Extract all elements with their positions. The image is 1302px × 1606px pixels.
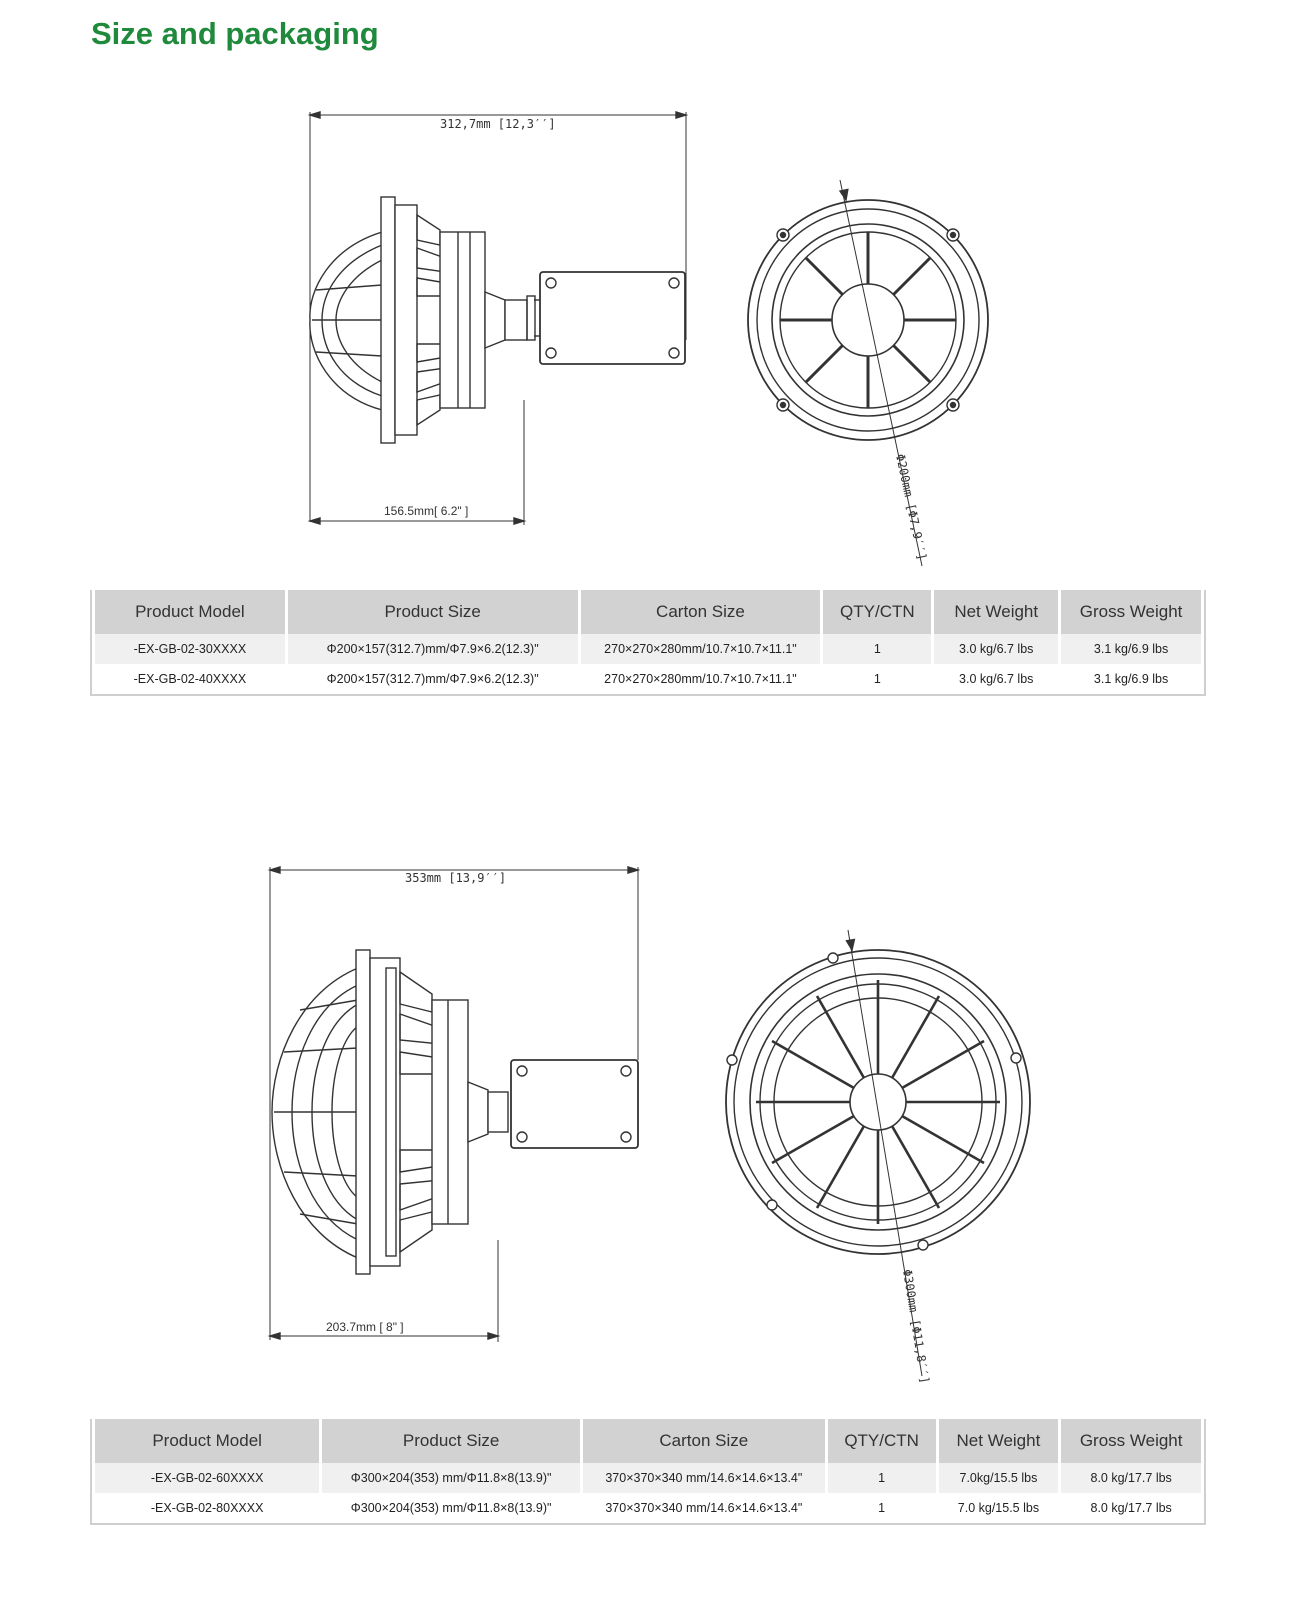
header-gross-weight: Gross Weight (1061, 1419, 1201, 1463)
cell-carton-size: 270×270×280mm/10.7×10.7×11.1" (580, 634, 821, 664)
cell-qty-ctn: 1 (823, 664, 932, 694)
table-row: -EX-GB-02-60XXXX Φ300×204(353) mm/Φ11.8×… (95, 1463, 1201, 1493)
cell-product-model: -EX-GB-02-40XXXX (95, 664, 285, 694)
header-carton-size: Carton Size (582, 1419, 825, 1463)
header-gross-weight: Gross Weight (1061, 590, 1201, 634)
table-header-row: Product Model Product Size Carton Size Q… (95, 1419, 1201, 1463)
table-row: -EX-GB-02-30XXXX Φ200×157(312.7)mm/Φ7.9×… (95, 634, 1201, 664)
cell-carton-size: 270×270×280mm/10.7×10.7×11.1" (580, 664, 821, 694)
body-length-dimension: 203.7mm [ 8" ] (326, 1320, 404, 1334)
page-title: Size and packaging (91, 16, 379, 51)
cell-net-weight: 7.0 kg/15.5 lbs (938, 1493, 1059, 1523)
cell-qty-ctn: 1 (823, 634, 932, 664)
header-qty-ctn: QTY/CTN (827, 1419, 936, 1463)
cell-gross-weight: 8.0 kg/17.7 lbs (1061, 1493, 1201, 1523)
diameter-dimension: Φ200mm [Φ7,9′′] (893, 453, 929, 562)
cell-product-model: -EX-GB-02-80XXXX (95, 1493, 320, 1523)
cell-gross-weight: 3.1 kg/6.9 lbs (1061, 634, 1201, 664)
diameter-dimension: Φ300mm [Φ11,8′′] (900, 1268, 932, 1384)
cell-product-model: -EX-GB-02-60XXXX (95, 1463, 320, 1493)
table-row: -EX-GB-02-40XXXX Φ200×157(312.7)mm/Φ7.9×… (95, 664, 1201, 694)
cell-product-size: Φ300×204(353) mm/Φ11.8×8(13.9)" (322, 1463, 580, 1493)
header-product-model: Product Model (95, 1419, 320, 1463)
cell-carton-size: 370×370×340 mm/14.6×14.6×13.4" (582, 1493, 825, 1523)
cell-qty-ctn: 1 (827, 1463, 936, 1493)
header-net-weight: Net Weight (934, 590, 1059, 634)
cell-net-weight: 3.0 kg/6.7 lbs (934, 634, 1059, 664)
header-carton-size: Carton Size (580, 590, 821, 634)
header-product-size: Product Size (287, 590, 578, 634)
table-header-row: Product Model Product Size Carton Size Q… (95, 590, 1201, 634)
overall-length-dimension: 312,7mm [12,3′′] (440, 117, 556, 131)
cell-qty-ctn: 1 (827, 1493, 936, 1523)
technical-drawing-small: 312,7mm [12,3′′] 156.5mm[ 6.2" ] Φ200mm … (307, 111, 989, 567)
cell-net-weight: 7.0kg/15.5 lbs (938, 1463, 1059, 1493)
body-length-dimension: 156.5mm[ 6.2" ] (384, 504, 468, 518)
spec-table-1: Product Model Product Size Carton Size Q… (90, 590, 1206, 696)
header-net-weight: Net Weight (938, 1419, 1059, 1463)
technical-drawing-large: 353mm [13,9′′] 203.7mm [ 8" ] Φ300mm [Φ1… (267, 866, 1031, 1385)
cell-carton-size: 370×370×340 mm/14.6×14.6×13.4" (582, 1463, 825, 1493)
cell-gross-weight: 3.1 kg/6.9 lbs (1061, 664, 1201, 694)
table-row: -EX-GB-02-80XXXX Φ300×204(353) mm/Φ11.8×… (95, 1493, 1201, 1523)
cell-product-model: -EX-GB-02-30XXXX (95, 634, 285, 664)
spec-table-2: Product Model Product Size Carton Size Q… (90, 1419, 1206, 1525)
overall-length-dimension: 353mm [13,9′′] (405, 871, 506, 885)
cell-product-size: Φ200×157(312.7)mm/Φ7.9×6.2(12.3)" (287, 664, 578, 694)
cell-product-size: Φ200×157(312.7)mm/Φ7.9×6.2(12.3)" (287, 634, 578, 664)
cell-gross-weight: 8.0 kg/17.7 lbs (1061, 1463, 1201, 1493)
header-product-size: Product Size (322, 1419, 580, 1463)
header-qty-ctn: QTY/CTN (823, 590, 932, 634)
cell-product-size: Φ300×204(353) mm/Φ11.8×8(13.9)" (322, 1493, 580, 1523)
cell-net-weight: 3.0 kg/6.7 lbs (934, 664, 1059, 694)
header-product-model: Product Model (95, 590, 285, 634)
